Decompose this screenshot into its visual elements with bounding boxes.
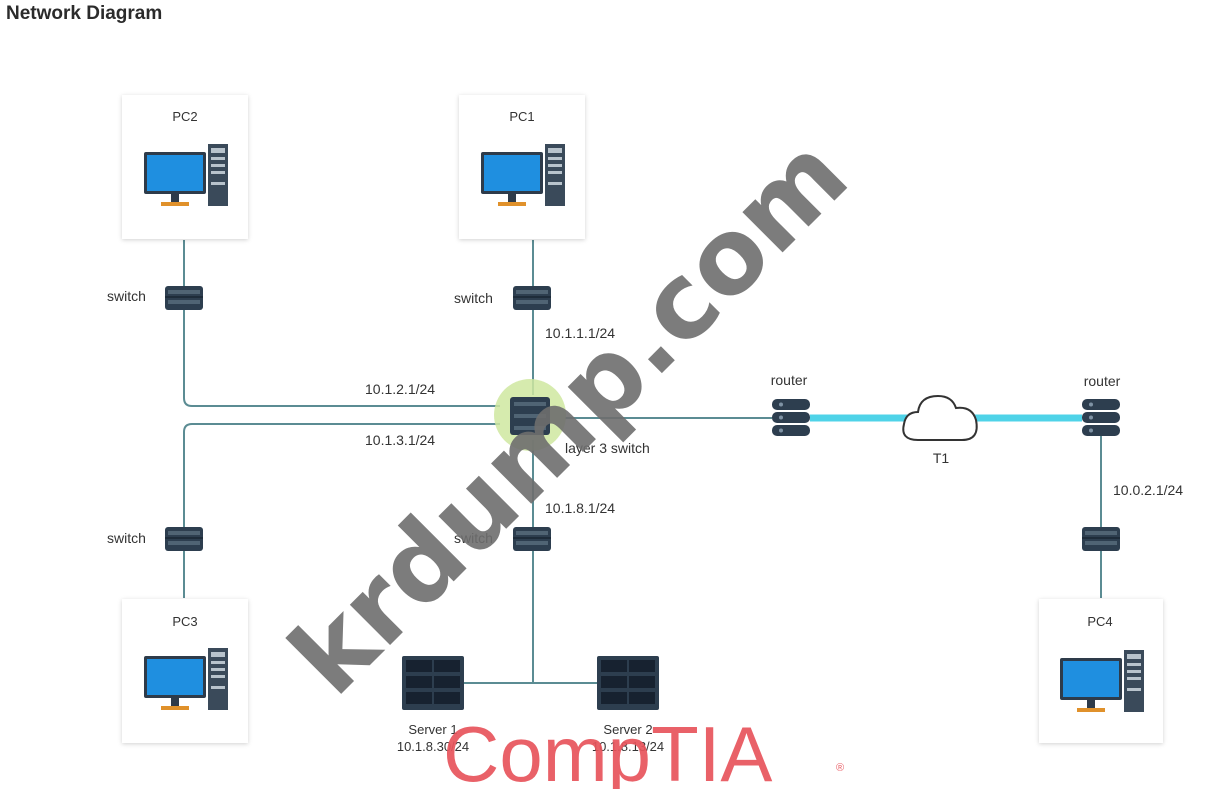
- switch-label: switch: [107, 288, 146, 304]
- router-right-label: router: [1084, 373, 1121, 389]
- comptia-logo: CompTIA: [443, 710, 772, 789]
- server2-ip: 10.1.8.13/24: [592, 739, 664, 754]
- pc2-card[interactable]: PC2: [122, 95, 248, 239]
- switch-icon: [1081, 526, 1121, 552]
- router-icon: [772, 399, 810, 436]
- switch-pc4[interactable]: [1081, 526, 1121, 552]
- layer3-switch-label: layer 3 switch: [565, 440, 650, 456]
- server-icon: [597, 656, 659, 710]
- ip-label-pc1: 10.1.1.1/24: [545, 325, 615, 341]
- server-icon: [402, 656, 464, 710]
- pc3-label: PC3: [172, 614, 197, 629]
- switch-icon: [512, 285, 552, 311]
- ip-label-pc2: 10.1.2.1/24: [365, 381, 435, 397]
- link-pc2: [183, 240, 500, 407]
- router-right[interactable]: router: [1082, 373, 1121, 436]
- switch-pc1[interactable]: switch: [454, 285, 552, 311]
- router-left-label: router: [771, 372, 808, 388]
- ip-label-servers: 10.1.8.1/24: [545, 500, 615, 516]
- switch-servers[interactable]: switch: [454, 526, 552, 552]
- router-icon: [1082, 399, 1120, 436]
- page-title: Network Diagram: [6, 3, 163, 24]
- pc1-label: PC1: [509, 109, 534, 124]
- pc4-label: PC4: [1087, 614, 1112, 629]
- cloud-icon: [902, 394, 978, 441]
- pc2-label: PC2: [172, 109, 197, 124]
- server1-ip: 10.1.8.30/24: [397, 739, 469, 754]
- switch-label: switch: [107, 530, 146, 546]
- switch-label: switch: [454, 290, 493, 306]
- server2[interactable]: Server 2 10.1.8.13/24: [592, 656, 664, 754]
- ip-label-pc4: 10.0.2.1/24: [1113, 482, 1183, 498]
- switch-icon: [164, 285, 204, 311]
- t1-cloud[interactable]: T1: [902, 394, 978, 466]
- pc4-card[interactable]: PC4: [1039, 599, 1163, 743]
- switch-pc3[interactable]: switch: [107, 526, 204, 552]
- registered-mark-icon: ®: [836, 762, 844, 774]
- switch-label: switch: [454, 530, 493, 546]
- pc1-card[interactable]: PC1: [459, 95, 585, 239]
- router-left[interactable]: router: [771, 372, 810, 436]
- switch-pc2[interactable]: switch: [107, 285, 204, 311]
- pc3-card[interactable]: PC3: [122, 599, 248, 743]
- server1[interactable]: Server 1 10.1.8.30/24: [397, 656, 469, 754]
- ip-label-pc3: 10.1.3.1/24: [365, 432, 435, 448]
- link-pc3: [183, 423, 500, 598]
- t1-label: T1: [933, 450, 950, 466]
- layer3-switch[interactable]: layer 3 switch: [494, 379, 650, 456]
- server1-label: Server 1: [408, 722, 457, 737]
- server2-label: Server 2: [603, 722, 652, 737]
- switch-icon: [164, 526, 204, 552]
